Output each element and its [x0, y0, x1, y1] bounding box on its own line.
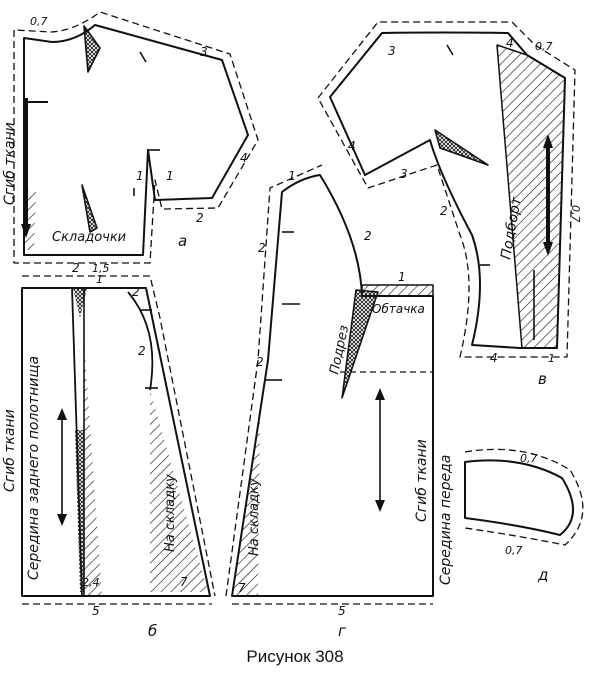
- label-2-g3: 2: [256, 355, 264, 369]
- piece-a-seam-allowance: [13, 11, 259, 264]
- label-3-v2: 3: [400, 167, 408, 181]
- label-1-mid: 1: [96, 273, 103, 286]
- piece-b-seam-allowance: [22, 275, 216, 597]
- label-07-v1: 0,7: [535, 40, 553, 53]
- piece-a-grain-arrow: [21, 224, 31, 238]
- label-4-v1: 4: [506, 36, 514, 50]
- piece-v-seam-allowance: [317, 21, 576, 358]
- piece-v-grain-arrow-up: [543, 134, 553, 148]
- piece-a-waist-dart: [81, 184, 98, 233]
- piece-a: [13, 11, 259, 264]
- piece-g-grain-arrow-up: [375, 388, 385, 400]
- letter-g: г: [338, 622, 346, 640]
- label-15: 1,5: [92, 262, 110, 275]
- piece-v-facing-hatch: [496, 44, 566, 349]
- label-1-a2: 1: [166, 169, 174, 183]
- label-sgib-b: Сгиб ткани: [2, 409, 18, 492]
- piece-d: [464, 448, 584, 546]
- label-5-b: 5: [92, 604, 100, 618]
- label-skladochki: Складочки: [52, 230, 126, 245]
- piece-b-grain-arrow-up: [57, 408, 67, 420]
- label-obtachka: Обтачка: [372, 302, 425, 316]
- piece-v-dart: [434, 129, 489, 166]
- piece-b-side-hatch: [150, 390, 208, 592]
- label-2-g2: 2: [364, 229, 372, 243]
- label-na-skladku-b: На складку: [163, 474, 178, 552]
- label-sgib-a: Сгиб ткани: [2, 122, 18, 205]
- piece-b-outline: [21, 287, 211, 597]
- label-7-b: 7: [180, 575, 188, 589]
- label-07-d1: 0,7: [520, 452, 538, 465]
- label-3-v1: 3: [388, 44, 396, 58]
- label-24: 2,4: [82, 576, 100, 589]
- label-seredina-pereda: Середина переда: [438, 455, 454, 585]
- label-2-v: 2: [440, 204, 448, 218]
- piece-v-notch-1: [446, 44, 454, 56]
- piece-g: [225, 164, 434, 597]
- label-2-a: 2: [196, 211, 204, 225]
- label-2-g1: 2: [258, 241, 266, 255]
- piece-b-dart-cross: [75, 430, 84, 592]
- piece-a-fold-hatch: [25, 190, 36, 250]
- label-5-g: 5: [338, 604, 346, 618]
- piece-b: [21, 275, 216, 597]
- label-1-g1: 1: [288, 169, 296, 183]
- letter-v: в: [538, 370, 547, 388]
- label-2-b1: 2: [132, 285, 140, 299]
- piece-b-curve: [127, 291, 154, 391]
- label-07-d2: 0,7: [505, 544, 523, 557]
- piece-g-outline: [231, 174, 434, 597]
- piece-d-outline: [464, 459, 574, 536]
- label-4-v3: 4: [490, 351, 498, 365]
- piece-b-top-cross: [73, 288, 87, 318]
- piece-a-neck-dart: [83, 25, 101, 73]
- letter-a: а: [178, 232, 187, 250]
- piece-g-yoke-dart: [341, 289, 379, 399]
- piece-b-grain-arrow-down: [57, 514, 67, 526]
- label-07-a: 0,7: [30, 15, 48, 28]
- label-1-g2: 1: [398, 270, 406, 284]
- label-07-v2: 0,7: [569, 205, 582, 223]
- label-4-a: 4: [240, 151, 248, 165]
- label-1-v: 1: [548, 352, 555, 365]
- piece-v-outline: [329, 31, 566, 349]
- piece-g-grain-arrow-down: [375, 500, 385, 512]
- label-2-b2: 2: [138, 344, 146, 358]
- label-7-g: 7: [238, 581, 246, 595]
- piece-g-seam-allowance: [225, 164, 323, 597]
- piece-b-panel-hatch: [84, 340, 102, 596]
- letter-b: б: [148, 622, 157, 640]
- letter-d: д: [537, 566, 548, 584]
- piece-v: [317, 21, 576, 358]
- figure-caption: Рисунок 308: [246, 647, 343, 666]
- labels: 0,7 3 4 2 1 1 Складочки а Сгиб ткани 2 1…: [2, 15, 582, 666]
- label-1-a1: 1: [136, 169, 144, 183]
- label-sgib-g: Сгиб ткани: [414, 439, 430, 522]
- label-3-a: 3: [200, 45, 208, 59]
- piece-a-outline: [23, 24, 249, 256]
- piece-a-notch-1: [139, 51, 147, 63]
- label-seredina-zadnego: Середина заднего полотнища: [26, 356, 42, 580]
- piece-g-bottom-hatch: [232, 420, 260, 596]
- label-2-mid: 2: [72, 261, 80, 275]
- piece-v-grain-arrow-down: [543, 242, 553, 256]
- label-4-v2: 4: [348, 139, 356, 153]
- label-na-skladku-g: На складку: [247, 478, 262, 556]
